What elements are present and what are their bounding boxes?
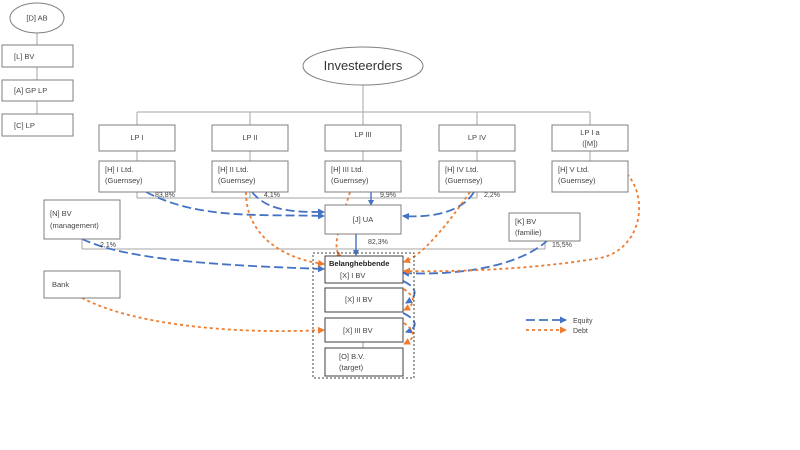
n-bv-label-line2: (management) <box>50 221 99 230</box>
x2-bv-label: [X] II BV <box>345 295 373 304</box>
h1-node[interactable] <box>98 160 176 193</box>
lp1a-label-line1: LP I a <box>580 128 600 137</box>
o-bv-label-line2: (target) <box>339 363 364 372</box>
h2-label-line2: (Guernsey) <box>218 176 256 185</box>
h1-label-line2: (Guernsey) <box>105 176 143 185</box>
equity-arrows <box>81 191 549 334</box>
pct-h2: 4,1% <box>264 192 280 199</box>
n-bv-label-line1: [N] BV <box>50 209 72 218</box>
k-bv-node[interactable] <box>508 212 581 242</box>
h1-label-line1: [H] I Ltd. <box>105 165 133 174</box>
bank-label: Bank <box>52 280 69 289</box>
h5-label-line2: (Guernsey) <box>558 176 596 185</box>
legend-debt-label: Debt <box>573 328 588 335</box>
solid-equity-arrows <box>353 192 374 256</box>
pct-h3: 9,9% <box>380 192 396 199</box>
structure-lines <box>36 30 591 348</box>
d-ab-node[interactable] <box>9 2 65 34</box>
investeerders-node[interactable] <box>302 46 424 86</box>
h3-node[interactable] <box>324 160 402 193</box>
h4-node[interactable] <box>438 160 516 193</box>
x1-bv-node[interactable] <box>324 255 404 284</box>
j-ua-node[interactable] <box>324 204 402 235</box>
x3-bv-node[interactable] <box>324 317 404 343</box>
l-bv-node[interactable] <box>1 44 74 68</box>
a-gp-lp-label: [A] GP LP <box>14 86 47 95</box>
lp1a-label-line2: ([M]) <box>582 139 598 148</box>
k-bv-label-line2: (familie) <box>515 228 542 237</box>
h2-label-line1: [H] II Ltd. <box>218 165 248 174</box>
legend: Equity Debt <box>526 316 593 335</box>
x1-bv-label: [X] I BV <box>340 271 365 280</box>
n-bv-node[interactable] <box>43 199 121 240</box>
x2-bv-node[interactable] <box>324 287 404 313</box>
a-gp-lp-node[interactable] <box>1 79 74 102</box>
h5-label-line1: [H] V Ltd. <box>558 165 589 174</box>
lp1-label: LP I <box>130 133 143 142</box>
lp1a-node[interactable] <box>551 124 629 152</box>
lp1-node[interactable] <box>98 124 176 152</box>
pct-h1: 83,8% <box>155 192 175 199</box>
c-lp-node[interactable] <box>1 113 74 137</box>
pct-k: 15,5% <box>552 242 572 249</box>
legend-equity-label: Equity <box>573 318 593 325</box>
pct-n: 2,1% <box>100 242 116 249</box>
investeerders-label: Investeerders <box>324 58 403 73</box>
pct-j: 82,3% <box>368 239 388 246</box>
pct-h4: 2,2% <box>484 192 500 199</box>
h5-node[interactable] <box>551 160 629 193</box>
h3-label-line1: [H] III Ltd. <box>331 165 364 174</box>
lp4-label: LP IV <box>468 133 486 142</box>
belanghebbende-group <box>312 252 415 379</box>
d-ab-label: [D] AB <box>26 14 47 23</box>
x3-bv-label: [X] III BV <box>343 326 373 335</box>
l-bv-label: [L] BV <box>14 52 34 61</box>
h2-node[interactable] <box>211 160 289 193</box>
h4-label-line1: [H] IV Ltd. <box>445 165 478 174</box>
j-ua-label: [J] UA <box>353 215 373 224</box>
lp3-label: LP III <box>354 130 371 139</box>
bank-node[interactable] <box>43 270 121 299</box>
o-bv-label-line1: [O] B.V. <box>339 352 365 361</box>
c-lp-label: [C] LP <box>14 121 35 130</box>
lp3-node[interactable] <box>324 124 402 152</box>
k-bv-label-line1: [K] BV <box>515 217 536 226</box>
h4-label-line2: (Guernsey) <box>445 176 483 185</box>
h3-label-line2: (Guernsey) <box>331 176 369 185</box>
lp2-label: LP II <box>242 133 257 142</box>
lp2-node[interactable] <box>211 124 289 152</box>
o-bv-node[interactable] <box>324 347 404 377</box>
belanghebbende-label: Belanghebbende <box>329 259 389 268</box>
lp4-node[interactable] <box>438 124 516 152</box>
